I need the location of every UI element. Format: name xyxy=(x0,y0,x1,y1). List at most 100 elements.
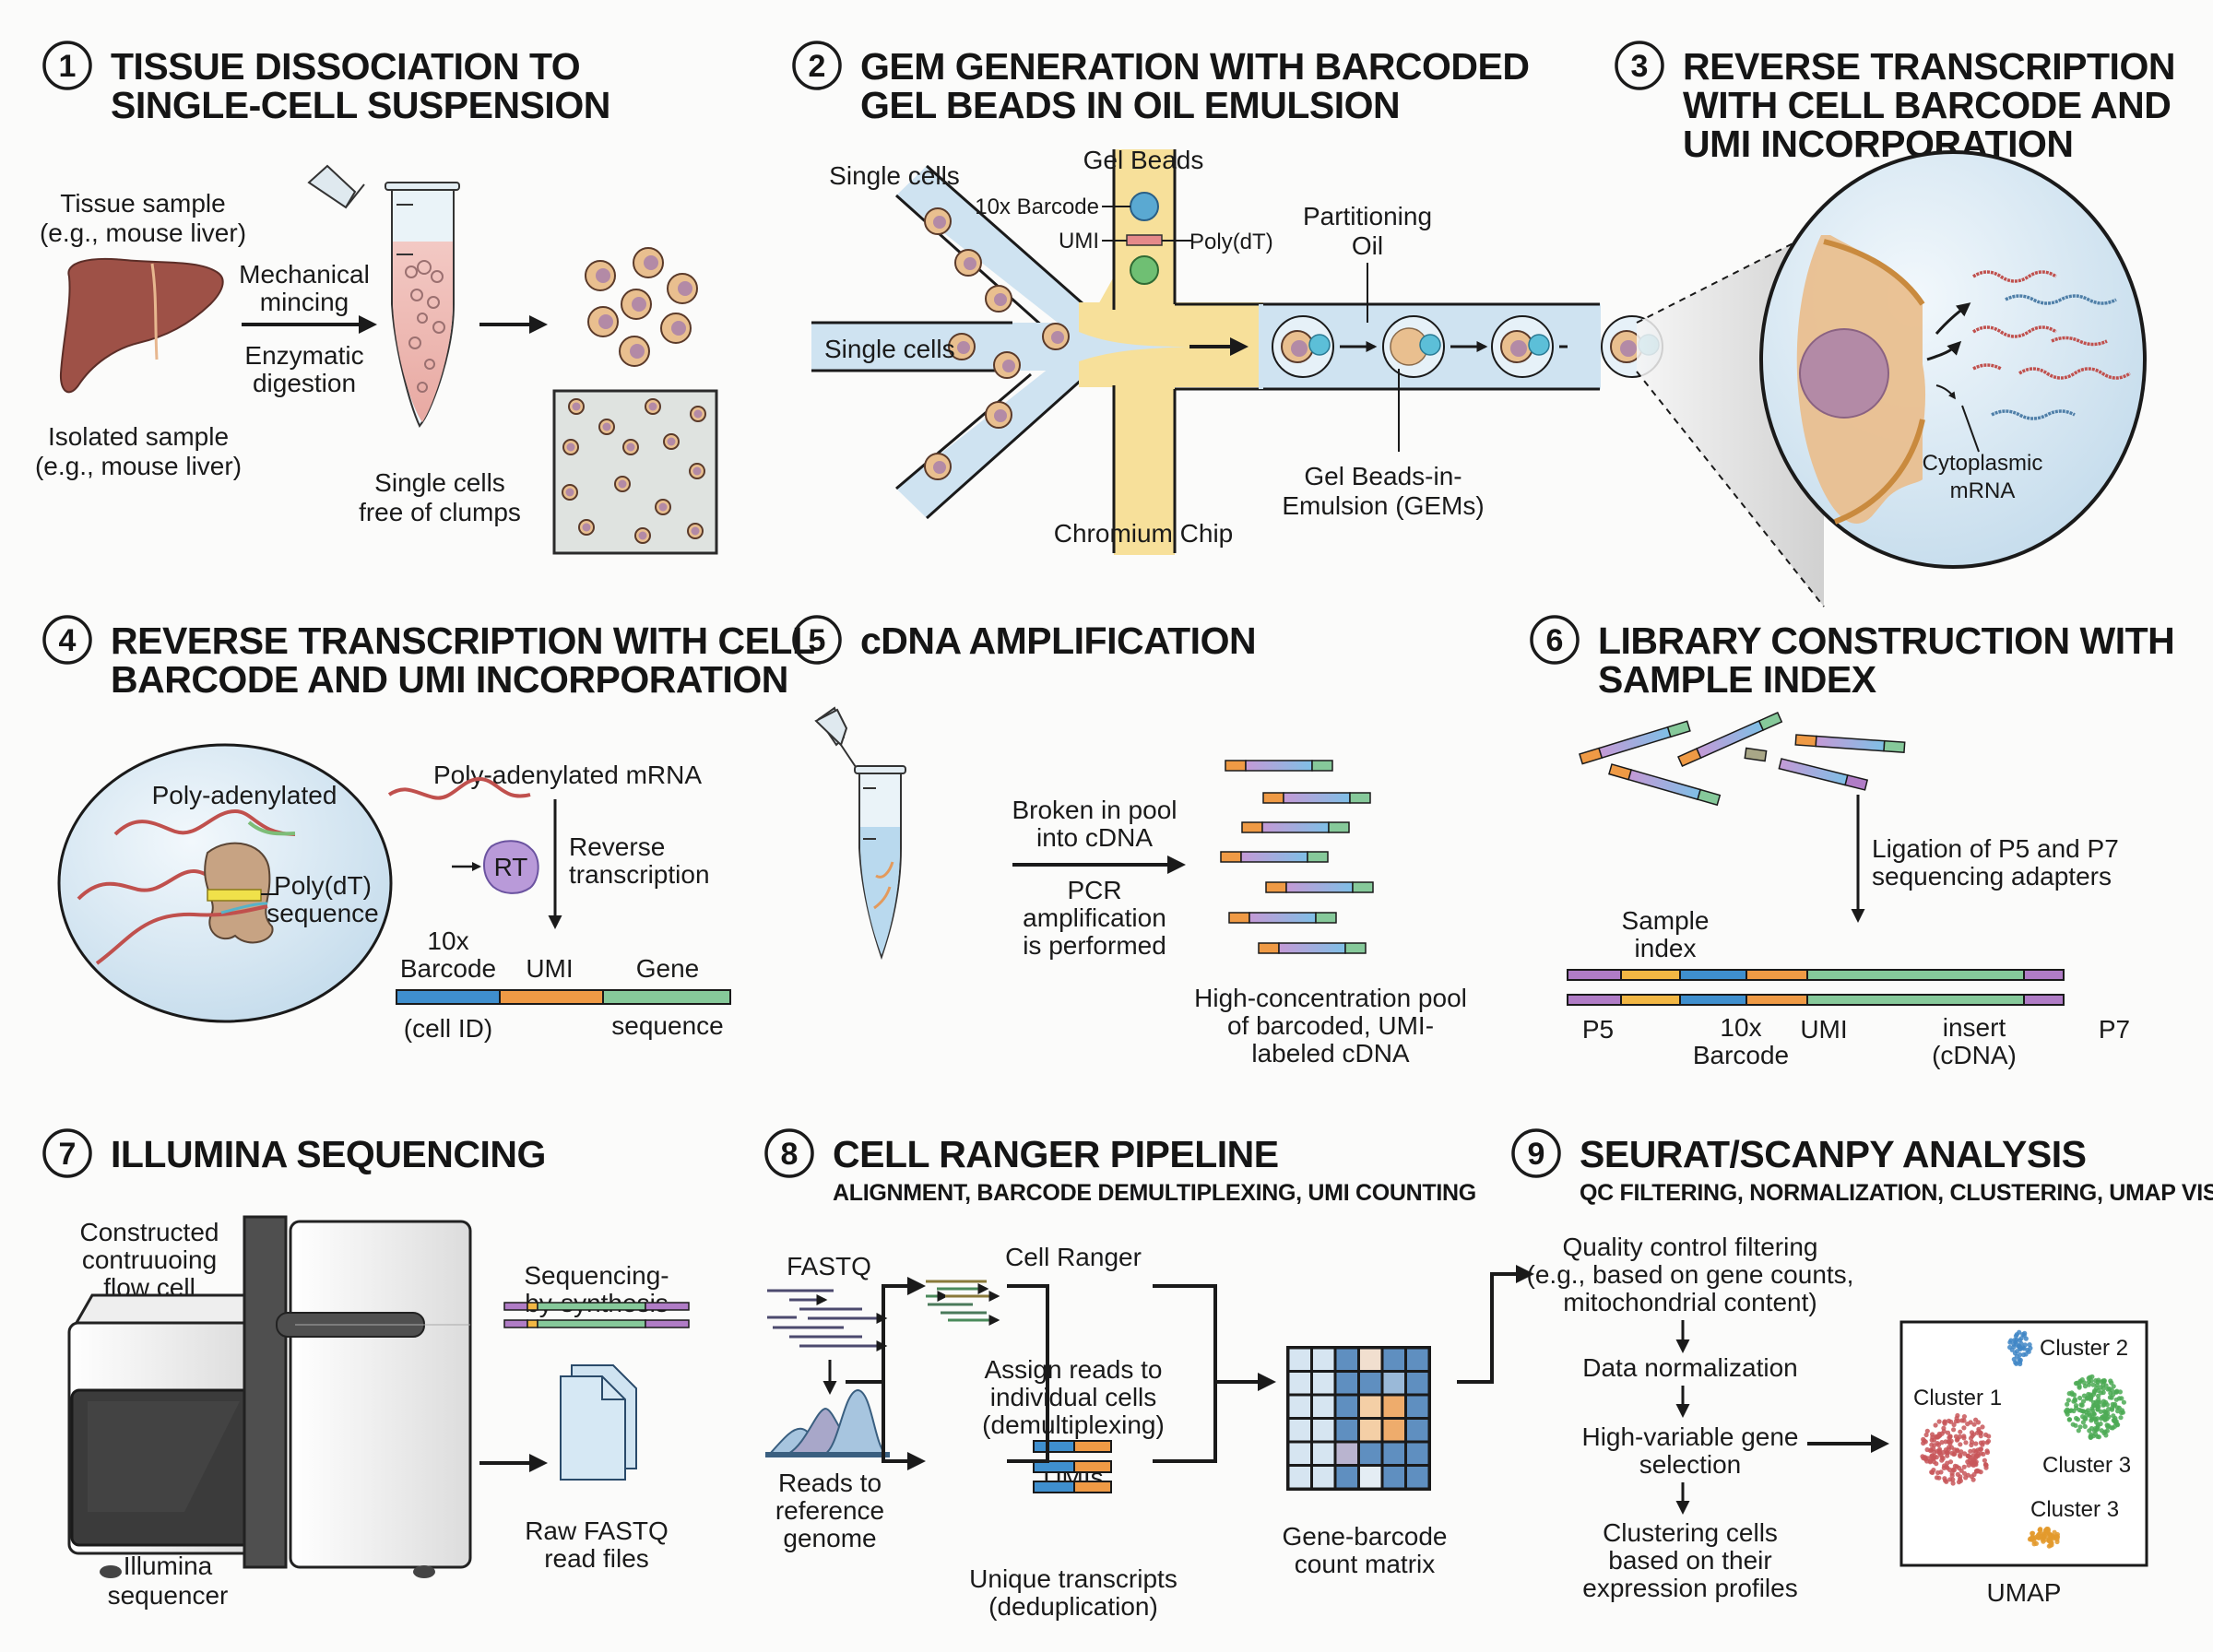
matrix-cell xyxy=(1336,1443,1357,1464)
cluster-1-points xyxy=(1920,1412,1992,1486)
cdna-molecule-icon xyxy=(1258,942,1367,954)
umap-point xyxy=(1973,1441,1979,1446)
cdna-molecule-icon xyxy=(1225,760,1333,772)
section-4-reverse-transcription: Poly-adenylated Poly(dT) sequence Poly-a… xyxy=(57,743,731,1043)
pool-label-1: High-concentration pool xyxy=(1194,984,1467,1012)
fastq-files-icon xyxy=(560,1364,637,1481)
liver-icon xyxy=(59,257,224,394)
umap-point xyxy=(2048,1538,2053,1544)
p5-label: P5 xyxy=(1582,1015,1614,1044)
matrix-cell xyxy=(1383,1443,1404,1464)
umi-bar-icon xyxy=(1033,1460,1112,1473)
umap-point xyxy=(1947,1467,1953,1472)
umap-point xyxy=(1971,1422,1977,1427)
tissue-sample-example: (e.g., mouse liver) xyxy=(40,218,246,247)
step-number: 9 xyxy=(1528,1137,1545,1172)
matrix-cell xyxy=(1336,1373,1357,1394)
umap-point xyxy=(1947,1434,1953,1439)
umap-point xyxy=(2014,1353,2019,1359)
clustering-label-3: expression profiles xyxy=(1582,1574,1797,1602)
umap-point xyxy=(2092,1431,2099,1437)
umap-point xyxy=(2074,1415,2079,1422)
matrix-cell xyxy=(1313,1396,1334,1417)
umap-point xyxy=(1950,1477,1956,1482)
umap-point xyxy=(2113,1389,2119,1395)
umap-point xyxy=(2101,1401,2107,1407)
umap-point xyxy=(2082,1415,2088,1421)
umap-point xyxy=(1958,1429,1963,1434)
umap-point xyxy=(2086,1379,2092,1385)
section-title: UMI INCORPORATION xyxy=(1683,123,2074,165)
umap-point xyxy=(1961,1470,1968,1476)
umap-point xyxy=(2087,1375,2093,1380)
genome-label: genome xyxy=(783,1524,876,1552)
sbs-read-strands xyxy=(503,1302,690,1328)
umap-point xyxy=(2090,1399,2097,1405)
umi-bar-icon xyxy=(1033,1481,1112,1493)
umap-point xyxy=(1939,1440,1945,1446)
umap-point xyxy=(2105,1410,2111,1416)
library-molecule xyxy=(1567,969,2065,981)
umap-point xyxy=(2038,1527,2043,1532)
umap-point xyxy=(2105,1424,2111,1430)
cell-icon xyxy=(687,523,704,539)
cluster-1-label: Cluster 1 xyxy=(1913,1386,2002,1410)
umap-point xyxy=(1958,1442,1963,1447)
sbs-label-1: Sequencing- xyxy=(524,1261,669,1290)
alignment-peaks-icon xyxy=(765,1388,890,1457)
umap-point xyxy=(1921,1436,1926,1442)
umap-point xyxy=(1951,1427,1957,1433)
section-title: ILLUMINA SEQUENCING xyxy=(111,1133,546,1175)
umap-point xyxy=(2021,1333,2027,1339)
umap-point xyxy=(1961,1464,1967,1469)
umap-point xyxy=(2096,1393,2101,1398)
microcentrifuge-tube-icon xyxy=(307,164,460,428)
mrna-strand-icon xyxy=(2018,367,2131,380)
qc-label-2: (e.g., based on gene counts, xyxy=(1527,1260,1854,1289)
umap-point xyxy=(1936,1419,1942,1424)
step-number: 5 xyxy=(809,623,826,658)
umap-point xyxy=(2027,1342,2032,1348)
cdna-molecule-icon xyxy=(1241,821,1350,833)
umap-point xyxy=(1983,1432,1989,1437)
dissociated-cells xyxy=(585,247,698,367)
umap-point xyxy=(2103,1433,2109,1438)
section-title: GEL BEADS IN OIL EMULSION xyxy=(860,84,1400,126)
umap-point xyxy=(2076,1428,2081,1434)
umap-point xyxy=(2121,1399,2126,1405)
matrix-cell xyxy=(1360,1443,1381,1464)
umap-point xyxy=(2081,1380,2087,1386)
single-cells-inlet-label: Single cells xyxy=(824,335,955,363)
demultiplexed-reads-icon xyxy=(926,1280,1000,1326)
umap-point xyxy=(1963,1475,1969,1481)
barcode-label: Barcode xyxy=(400,954,496,983)
umap-point xyxy=(2048,1532,2053,1538)
section-title: REVERSE TRANSCRIPTION xyxy=(1683,45,2175,88)
cell-id-label: (cell ID) xyxy=(404,1014,492,1043)
fastq-label: FASTQ xyxy=(787,1252,871,1280)
umap-point xyxy=(1930,1434,1935,1440)
umap-point xyxy=(2119,1396,2124,1401)
umap-point xyxy=(1978,1451,1983,1457)
matrix-cell xyxy=(1407,1467,1428,1488)
umap-point xyxy=(2078,1408,2084,1413)
umap-point xyxy=(1949,1473,1955,1479)
step-number-badge xyxy=(42,1128,92,1178)
umap-point xyxy=(1963,1440,1969,1446)
umap-point xyxy=(2041,1534,2047,1540)
umap-point xyxy=(2119,1408,2124,1413)
umap-point xyxy=(2007,1339,2013,1345)
umap-point xyxy=(2092,1416,2098,1422)
ligation-label-1: Ligation of P5 and P7 xyxy=(1872,834,2119,863)
umap-point xyxy=(2104,1428,2110,1434)
sbs-read-icon xyxy=(503,1319,690,1328)
matrix-cell xyxy=(1360,1373,1381,1394)
isolated-sample-example: (e.g., mouse liver) xyxy=(35,452,242,480)
umap-point xyxy=(2098,1409,2103,1414)
umap-point xyxy=(2011,1341,2017,1347)
matrix-cell xyxy=(1360,1349,1381,1370)
umap-point xyxy=(1943,1439,1948,1445)
umap-point xyxy=(2098,1421,2103,1427)
oil-label: Oil xyxy=(1352,231,1383,260)
